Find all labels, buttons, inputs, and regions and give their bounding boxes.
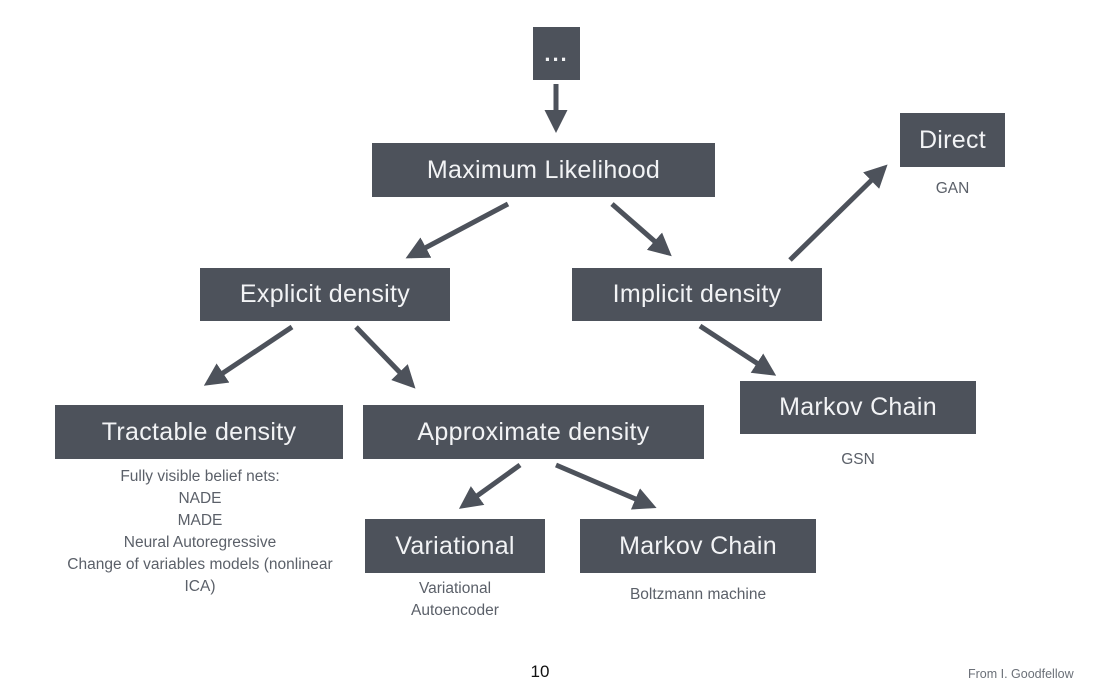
node-variational: Variational	[365, 519, 545, 573]
node-markov-chain-gsn: Markov Chain	[740, 381, 976, 434]
label-variational-autoencoder: Variational Autoencoder	[365, 578, 545, 622]
node-direct: Direct	[900, 113, 1005, 167]
node-markov-chain-boltzmann: Markov Chain	[580, 519, 816, 573]
arrow-implicit-density-to-direct	[788, 164, 888, 262]
label-gan: GAN	[935, 180, 970, 197]
label-line: ICA)	[184, 578, 216, 595]
label-line: Fully visible belief nets:	[120, 468, 280, 485]
page-number: 10	[530, 662, 550, 681]
credit-text: From I. Goodfellow	[968, 667, 1074, 681]
label-tractable-density-examples: Fully visible belief nets: NADE MADE Neu…	[28, 466, 372, 598]
arrow-approximate-density-to-variational	[458, 462, 522, 509]
node-approximate-density: Approximate density	[363, 405, 704, 459]
node-implicit-density: Implicit density	[572, 268, 822, 321]
label-line: NADE	[178, 490, 222, 507]
arrow-explicit-density-to-approximate-density	[354, 325, 416, 389]
node-maximum-likelihood: Maximum Likelihood	[372, 143, 715, 197]
arrow-maximum-likelihood-to-implicit-density	[610, 202, 672, 257]
node-root: ...	[533, 27, 580, 80]
arrow-approximate-density-to-markov-chain-boltzmann	[555, 462, 657, 510]
label-line: MADE	[177, 512, 223, 529]
label-line: Change of variables models (nonlinear	[67, 556, 333, 573]
label-line: Neural Autoregressive	[123, 534, 277, 551]
arrow-implicit-density-to-markov-chain-gsn	[698, 323, 777, 376]
arrow-maximum-likelihood-to-explicit-density	[405, 201, 510, 259]
node-explicit-density: Explicit density	[200, 268, 450, 321]
label-line: Variational	[418, 580, 492, 597]
label-line: Autoencoder	[411, 602, 499, 619]
arrow-explicit-density-to-tractable-density	[203, 324, 294, 386]
label-gsn: GSN	[841, 451, 875, 468]
node-tractable-density: Tractable density	[55, 405, 343, 459]
label-boltzmann-machine: Boltzmann machine	[629, 586, 767, 603]
